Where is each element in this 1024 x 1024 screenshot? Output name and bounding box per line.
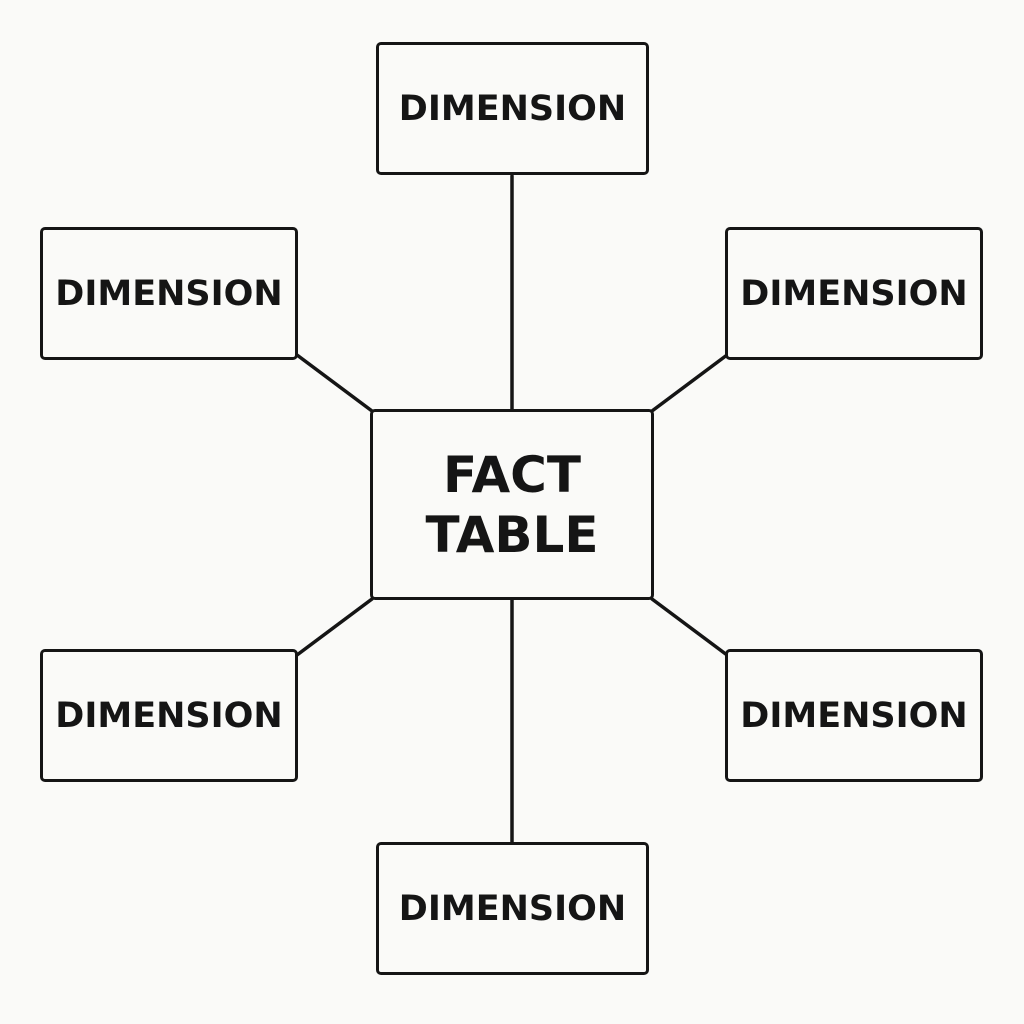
fact-table-box: FACT TABLE — [370, 409, 654, 600]
connector-upper-right — [650, 353, 729, 413]
dimension-box-bottom: DIMENSION — [376, 842, 649, 975]
connector-upper-left — [295, 353, 374, 413]
dimension-box-upper-left: DIMENSION — [40, 227, 298, 360]
dimension-box-lower-right: DIMENSION — [725, 649, 983, 782]
fact-table-line2: TABLE — [425, 505, 599, 564]
dimension-box-lower-left: DIMENSION — [40, 649, 298, 782]
dimension-box-upper-right: DIMENSION — [725, 227, 983, 360]
dimension-label: DIMENSION — [55, 273, 283, 314]
dimension-label: DIMENSION — [740, 273, 968, 314]
connector-lower-left — [295, 597, 374, 657]
dimension-box-top: DIMENSION — [376, 42, 649, 175]
dimension-label: DIMENSION — [398, 88, 627, 129]
connector-lower-right — [650, 597, 729, 657]
dimension-label: DIMENSION — [55, 695, 283, 736]
fact-table-line1: FACT — [443, 445, 581, 504]
dimension-label: DIMENSION — [740, 695, 968, 736]
dimension-label: DIMENSION — [398, 888, 627, 929]
